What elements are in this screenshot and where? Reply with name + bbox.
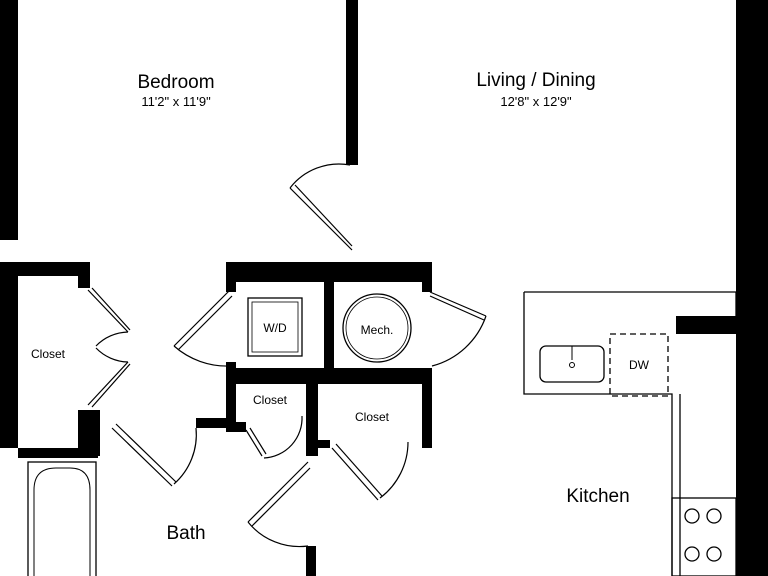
bath-hall-door: [247, 461, 311, 548]
bedroom-label: Bedroom: [137, 72, 214, 93]
washer-dryer-label: W/D: [263, 321, 287, 335]
hall-closet-door: [331, 441, 409, 501]
bath-door: [111, 423, 197, 487]
small-closet-label: Closet: [253, 393, 288, 407]
wall-closet-bottom: [78, 410, 100, 456]
bath-label: Bath: [166, 523, 205, 544]
wall-core-left-lower: [226, 362, 236, 432]
wall-bath-door-jamb: [196, 418, 236, 428]
labels: Bedroom 11'2" x 11'9" Living / Dining 12…: [31, 70, 650, 544]
mech-closet-door: [429, 291, 487, 367]
washer-dryer: [247, 297, 303, 357]
kitchen-sink: [539, 345, 605, 383]
kitchen-counter: [523, 291, 737, 576]
wall-core-right-upper: [422, 262, 432, 292]
bedroom-closet-label: Closet: [31, 347, 66, 361]
living-dining-label: Living / Dining: [476, 70, 595, 91]
wall-closet-top-stub: [78, 262, 90, 288]
small-closet-door: [245, 415, 303, 459]
living-dining-dimensions: 12'8" x 12'9": [500, 94, 572, 109]
wall-closet-top: [18, 262, 90, 276]
wall-core-mid-vertical: [324, 280, 334, 384]
wall-closet-divider: [306, 368, 318, 456]
bedroom-door: [289, 163, 353, 251]
doors: [87, 163, 487, 548]
wall-core-right-lower: [422, 368, 432, 448]
hall-closet-label: Closet: [355, 410, 390, 424]
wall-kitchen-stub: [676, 316, 738, 334]
mechanical-label: Mech.: [361, 323, 394, 337]
kitchen-label: Kitchen: [566, 486, 629, 507]
wall-core-mid-horizontal: [226, 368, 432, 384]
bedroom-dimensions: 11'2" x 11'9": [141, 94, 211, 109]
wall-left-top: [0, 0, 18, 240]
bedroom-closet-doors: [87, 287, 131, 408]
wall-bath-right-bottom: [306, 546, 316, 576]
dishwasher-label: DW: [629, 358, 650, 372]
wall-hall-closet-jamb: [316, 440, 330, 448]
wall-core-left-upper: [226, 262, 236, 292]
wall-right: [736, 0, 768, 576]
wall-bedroom-divider: [346, 0, 358, 165]
wall-bath-top: [18, 448, 98, 458]
bathtub: [27, 461, 97, 576]
wall-core-top: [226, 262, 432, 282]
wd-closet-door: [173, 289, 233, 367]
fixtures: [27, 291, 737, 576]
mechanical-unit: [342, 293, 412, 363]
wall-left-mid: [0, 262, 18, 448]
range: [671, 497, 737, 576]
